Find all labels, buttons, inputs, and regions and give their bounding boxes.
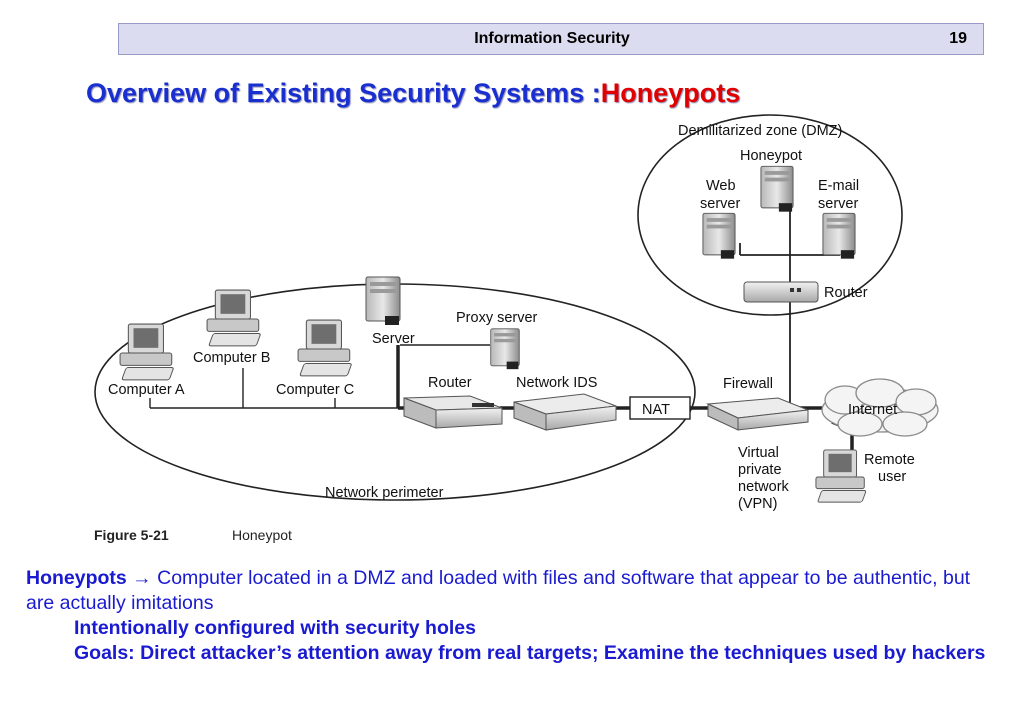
slide-title-accent: Honeypots bbox=[600, 78, 741, 108]
network-ids-icon bbox=[513, 393, 617, 431]
proxy-server-label: Proxy server bbox=[456, 310, 538, 326]
figure-caption: Honeypot bbox=[232, 527, 292, 543]
figure-number: Figure 5-21 bbox=[94, 527, 169, 543]
honeypots-term: Honeypots → bbox=[26, 567, 152, 589]
computer-a-icon bbox=[119, 323, 175, 381]
honeypot-server-icon bbox=[760, 165, 794, 213]
email-server-label-line1: E-mail bbox=[818, 178, 859, 194]
nat-box bbox=[629, 396, 691, 420]
network-diagram: Demilitarized zone (DMZ) Honeypot Web se… bbox=[94, 114, 939, 543]
dmz-label: Demilitarized zone (DMZ) bbox=[678, 123, 842, 139]
honeypot-label: Honeypot bbox=[740, 148, 802, 164]
computer-b-label: Computer B bbox=[193, 350, 270, 366]
vpn-label-line4: (VPN) bbox=[738, 496, 777, 512]
web-server-label-line1: Web bbox=[706, 178, 736, 194]
slide-title-main: Overview of Existing Security Systems : bbox=[86, 78, 601, 108]
router-label: Router bbox=[428, 375, 472, 391]
computer-c-label: Computer C bbox=[276, 382, 354, 398]
nat-label: NAT bbox=[642, 402, 670, 418]
vpn-label-line2: private bbox=[738, 462, 782, 478]
vpn-label-line1: Virtual bbox=[738, 445, 779, 461]
computer-c-icon bbox=[297, 319, 353, 377]
computer-a-label: Computer A bbox=[108, 382, 185, 398]
dmz-router-icon bbox=[743, 281, 819, 303]
body-text: Honeypots → Computer located in a DMZ an… bbox=[26, 566, 1001, 666]
remote-user-computer-icon bbox=[815, 449, 867, 503]
email-server-label-line2: server bbox=[818, 196, 858, 212]
internet-label: Internet bbox=[848, 402, 897, 418]
dmz-zone-outline bbox=[637, 114, 903, 316]
point-goals: Goals: Direct attacker’s attention away … bbox=[74, 642, 986, 664]
lan-router-icon bbox=[403, 395, 503, 429]
network-perimeter-label: Network perimeter bbox=[325, 485, 444, 501]
firewall-icon bbox=[706, 397, 809, 431]
point-security-holes: Intentionally configured with security h… bbox=[74, 617, 476, 639]
proxy-server-icon bbox=[490, 328, 520, 370]
server-label: Server bbox=[372, 331, 415, 347]
firewall-label: Firewall bbox=[723, 376, 773, 392]
email-server-icon bbox=[822, 212, 856, 260]
web-server-icon bbox=[702, 212, 736, 260]
computer-b-icon bbox=[206, 289, 262, 347]
remote-user-label-line1: Remote bbox=[864, 452, 915, 468]
lan-server-icon bbox=[365, 276, 401, 326]
header-title: Information Security bbox=[474, 30, 630, 47]
vpn-label-line3: network bbox=[738, 479, 790, 495]
slide-title: Overview of Existing Security Systems :H… bbox=[86, 78, 740, 109]
network-ids-label: Network IDS bbox=[516, 375, 597, 391]
header-bar: Information Security 19 bbox=[118, 23, 984, 55]
internet-cloud-icon bbox=[821, 378, 939, 437]
remote-user-label-line2: user bbox=[878, 469, 906, 485]
web-server-label-line2: server bbox=[700, 196, 740, 212]
page-number: 19 bbox=[949, 30, 967, 47]
dmz-router-label: Router bbox=[824, 285, 868, 301]
honeypots-definition: Computer located in a DMZ and loaded wit… bbox=[26, 567, 971, 614]
